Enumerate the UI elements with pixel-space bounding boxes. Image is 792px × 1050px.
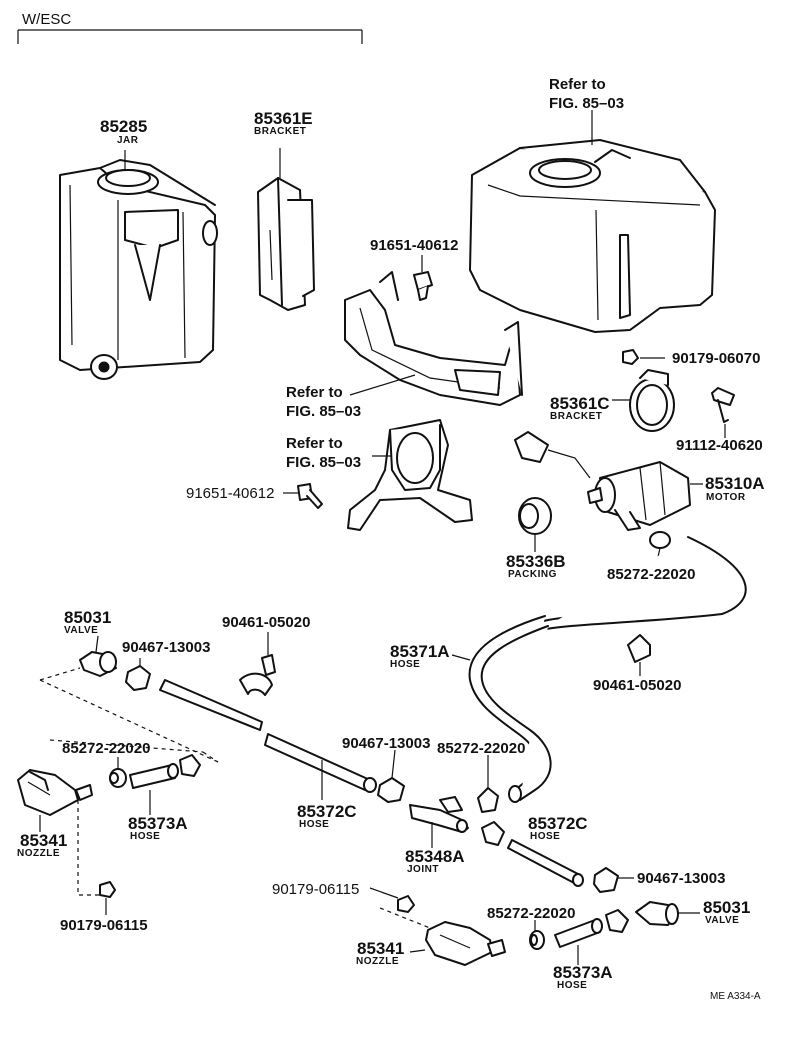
bracket-e-number: 85361E [254,109,313,128]
hose-373a-left-desc: HOSE [130,831,161,842]
clamp-left-drawing [125,658,151,691]
hose-371a-desc: HOSE [390,659,421,670]
hose-372c-left-desc: HOSE [299,819,330,830]
bracket-low-drawing [347,419,473,531]
bracket-ref1: Refer to FIG. 85–03 [286,383,361,421]
clamp-90461-right-drawing [627,634,651,676]
dashed-outline-left [39,667,219,896]
packing-drawing [518,497,552,552]
hose-371a-drawing [451,536,747,803]
clip-right-drawing [529,920,545,950]
hose-373a-left-drawing [129,763,179,815]
motor-number: 85310A [705,474,765,493]
bolt-91112-drawing [711,387,735,438]
jar-number: 85285 [100,117,148,136]
hose-372c-left-drawing [159,679,377,800]
nut-mid-drawing [369,887,431,929]
hose-373a-right-drawing [554,918,603,965]
hose-372c-right-drawing [507,839,584,887]
tank-ref-line1: Refer to [549,76,606,93]
clip-mid-drawing [477,755,499,813]
nut-mid-number: 90179-06115 [272,881,360,898]
nozzle-left-desc: NOZZLE [17,848,60,859]
bracket-ref1-line2: FIG. 85–03 [286,403,362,420]
dashed-outline-right [202,751,219,763]
clamp-90461-top-drawing [239,632,276,696]
nut-left-number: 90179-06115 [60,917,148,934]
clamp-90461-top-number: 90461-05020 [222,614,311,631]
tank-drawing [469,110,716,333]
nozzle-right-drawing [409,921,506,966]
valve-right-desc: VALVE [705,915,740,926]
bolt-left-number: 91651-40612 [186,485,275,502]
bracket-c-drawing [612,369,675,432]
joint-number: 85348A [405,847,465,866]
bolt-top-number: 91651-40612 [370,237,459,254]
packing-desc: PACKING [508,569,557,580]
valve-left-number: 85031 [64,608,112,627]
bracket-ref2-line2: FIG. 85–03 [286,454,362,471]
joint-desc: JOINT [407,864,439,875]
bracket-c-number: 85361C [550,394,610,413]
clamp-mid-number: 90467-13003 [342,735,431,752]
hose-372c-right-desc: HOSE [530,831,561,842]
bolt-top-drawing [413,255,433,301]
footer-code: ME A334-A [710,991,761,1002]
nozzle-right-number: 85341 [357,939,405,958]
packing-number: 85336B [506,552,566,571]
clip-left-number: 85272-22020 [62,740,151,757]
motor-drawing [514,431,703,531]
hose-372c-right-number: 85372C [528,814,588,833]
bracket-ref1-line1: Refer to [286,384,343,401]
jar-desc: JAR [117,135,139,146]
clip-left-drawing [109,757,127,788]
hose-373a-right-number: 85373A [553,963,613,982]
hose-373a-left-number: 85373A [128,814,188,833]
hose-372c-left-number: 85372C [297,802,357,821]
bracket-ref2-line1: Refer to [286,435,343,452]
valve-left-drawing [79,635,117,677]
nozzle-right-desc: NOZZLE [356,956,399,967]
valve-left-desc: VALVE [64,625,99,636]
bracket-c-desc: BRACKET [550,411,603,422]
bracket-e-drawing [257,148,315,311]
clip-right-number: 85272-22020 [487,905,576,922]
clip-motor-number: 85272-22020 [607,566,696,583]
clamp-90461-right-number: 90461-05020 [593,677,682,694]
clamp-right-drawing [593,867,634,893]
header-bracket [17,29,363,44]
nut-left-drawing [99,881,116,915]
bracket-ref2: Refer to FIG. 85–03 [286,434,361,472]
tank-ref: Refer to FIG. 85–03 [549,75,624,113]
nut-06070-number: 90179-06070 [672,350,761,367]
header-title: W/ESC [22,11,72,28]
bracket-e-desc: BRACKET [254,126,307,137]
valve-right-number: 85031 [703,898,751,917]
clamp-right-number: 90467-13003 [637,870,726,887]
nozzle-left-drawing [17,769,93,832]
nozzle-left-number: 85341 [20,831,68,850]
hose-373a-right-desc: HOSE [557,980,588,991]
nut-06070-drawing [622,349,665,365]
valve-right-drawing [605,901,700,933]
jar-drawing [59,150,218,380]
clamp-left-b-drawing [179,754,201,777]
joint-drawing [409,796,469,848]
bolt-left-drawing [283,483,323,509]
hose-371a-number: 85371A [390,642,450,661]
clamp-mid-drawing [377,749,405,803]
clip-mid-number: 85272-22020 [437,740,526,757]
clip-joint-drawing [481,821,505,846]
bracket-mid-drawing [344,271,523,406]
motor-desc: MOTOR [706,492,746,503]
bolt-91112-number: 91112-40620 [676,437,763,454]
tank-ref-line2: FIG. 85–03 [549,95,625,112]
clamp-left-number: 90467-13003 [122,639,211,656]
